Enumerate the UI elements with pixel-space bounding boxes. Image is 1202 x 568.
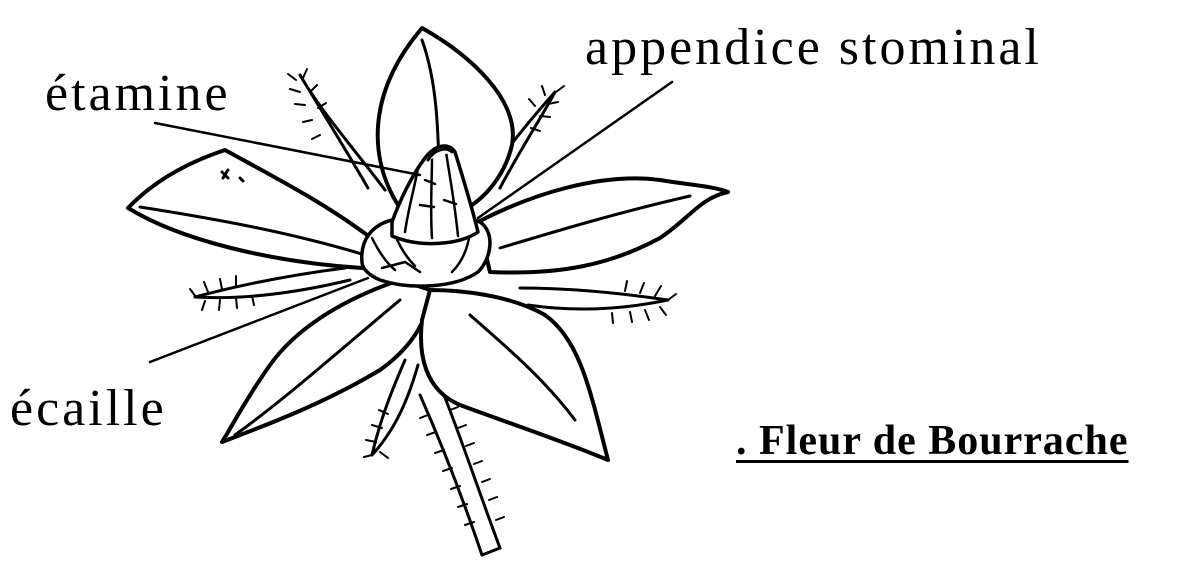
sepal-left-hairs: [190, 276, 254, 310]
label-etamine: étamine: [45, 68, 231, 120]
sepal-right-hairs: [612, 281, 676, 323]
label-ecaille: écaille: [10, 383, 167, 435]
petal-left: [128, 150, 380, 268]
sepal-right: [520, 288, 668, 309]
sepal-lower-left: [372, 360, 418, 455]
stalk-tip: [482, 548, 500, 555]
petal-lower-right: [421, 290, 608, 460]
label-appendice-stominal: appendice stominal: [585, 22, 1042, 74]
figure-title: . Fleur de Bourrache: [736, 420, 1129, 462]
sepal-upper-left: [300, 75, 385, 190]
